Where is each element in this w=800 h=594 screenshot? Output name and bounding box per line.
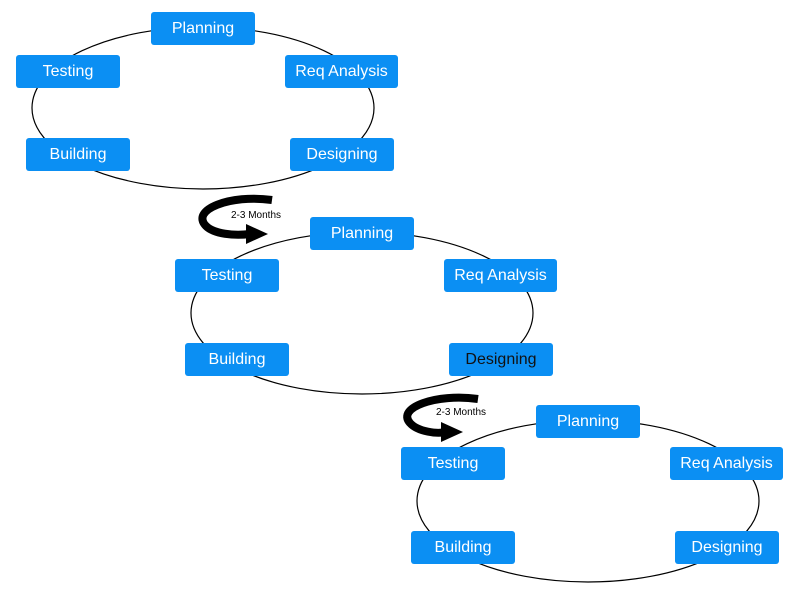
cycle-1-testing-box[interactable]: Testing bbox=[16, 55, 120, 88]
cycle-3-designing-box[interactable]: Designing bbox=[675, 531, 779, 564]
transition-label-2: 2-3 Months bbox=[436, 407, 487, 418]
cycle-3-building-box[interactable]: Building bbox=[411, 531, 515, 564]
cycle-1-designing-box[interactable]: Designing bbox=[290, 138, 394, 171]
cycle-1-building-box[interactable]: Building bbox=[26, 138, 130, 171]
cycle-3-testing-box[interactable]: Testing bbox=[401, 447, 505, 480]
cycle-2-req-analysis-box[interactable]: Req Analysis bbox=[444, 259, 557, 292]
cycle-2-testing-box[interactable]: Testing bbox=[175, 259, 279, 292]
cycle-3-req-analysis-box[interactable]: Req Analysis bbox=[670, 447, 783, 480]
transition-arrow-1 bbox=[198, 194, 273, 244]
cycle-2-designing-box[interactable]: Designing bbox=[449, 343, 553, 376]
cycle-2-building-box[interactable]: Building bbox=[185, 343, 289, 376]
transition-arrow-2 bbox=[403, 393, 479, 442]
cycle-1-req-analysis-box[interactable]: Req Analysis bbox=[285, 55, 398, 88]
cycle-3-planning-box[interactable]: Planning bbox=[536, 405, 640, 438]
cycle-2-planning-box[interactable]: Planning bbox=[310, 217, 414, 250]
transition-label-1: 2-3 Months bbox=[231, 210, 282, 221]
cycle-1-planning-box[interactable]: Planning bbox=[151, 12, 255, 45]
